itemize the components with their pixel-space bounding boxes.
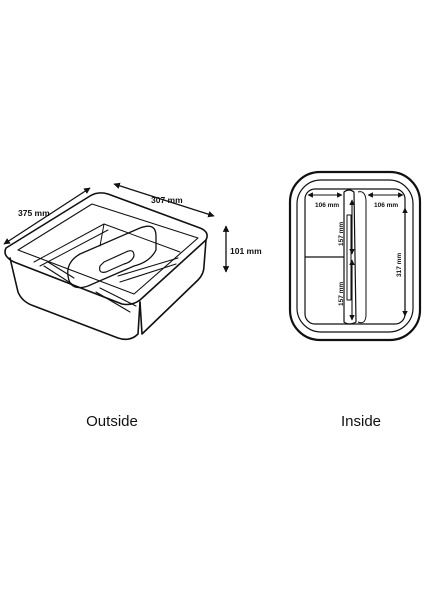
caption-inside: Inside — [341, 413, 381, 430]
inside-outer-rim — [288, 170, 422, 342]
arrow-width — [113, 182, 215, 218]
inside-handle-grip — [346, 214, 352, 301]
caption-outside: Outside — [86, 413, 138, 430]
label-length: 375 mm — [18, 208, 50, 218]
label-width: 307 mm — [151, 195, 183, 205]
inside-divider-rail — [357, 191, 367, 324]
label-upper-depth: 157 mm — [338, 222, 345, 246]
label-lower-depth: 157 mm — [338, 282, 345, 306]
inside-inner-rim — [296, 179, 414, 333]
box-inner-floor — [33, 223, 181, 267]
box-front-wall — [9, 257, 141, 341]
label-total-depth: 317 mm — [396, 253, 403, 277]
box-divider-front — [43, 261, 75, 285]
inside-center-handle — [343, 189, 357, 325]
outside-dimension-arrows — [3, 182, 230, 273]
box-right-wall — [139, 239, 207, 335]
box-cross-divider — [95, 257, 179, 313]
inside-box-drawing — [288, 170, 422, 342]
label-height: 101 mm — [230, 246, 262, 256]
box-handle-grip — [99, 250, 135, 273]
box-handle-divider — [67, 225, 157, 289]
label-right-width: 106 mm — [374, 202, 398, 209]
arrow-length — [3, 187, 91, 245]
inside-dimension-arrows — [307, 192, 408, 321]
label-left-width: 106 mm — [315, 202, 339, 209]
